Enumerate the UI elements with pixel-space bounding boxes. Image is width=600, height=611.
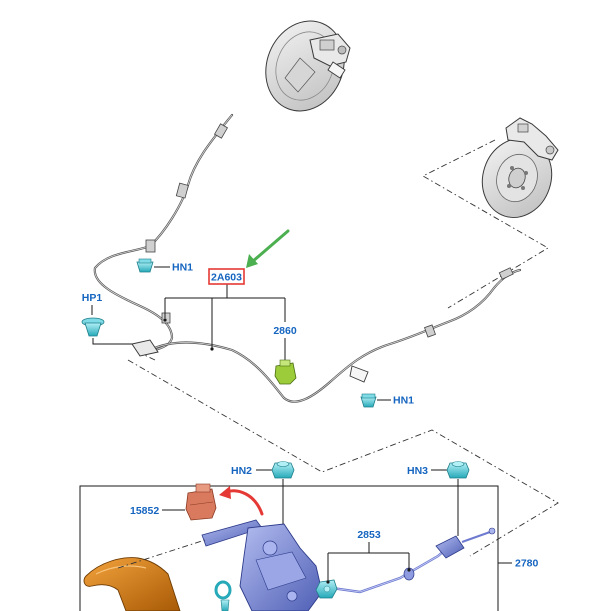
electrical-connector <box>185 483 217 521</box>
push-pin-fastener <box>81 317 105 337</box>
assembly-reference-lines <box>117 539 206 569</box>
callout-2780: 2780 <box>515 558 539 570</box>
callout-2853: 2853 <box>357 529 381 541</box>
curved-arrow-icon <box>219 486 264 516</box>
push-pin-fastener <box>360 393 377 408</box>
push-pin-fastener <box>136 258 154 273</box>
right-brake-disc <box>481 117 559 218</box>
hex-nut <box>446 461 470 479</box>
hn2-group: HN2 <box>231 461 295 535</box>
callout-2a603-group: 2A603 <box>163 268 286 351</box>
callout-2780-group: 2780 <box>498 558 539 570</box>
hn3-group: HN3 <box>407 461 470 536</box>
callout-hn1-lower: HN1 <box>393 395 414 407</box>
left-brake-backing-plate <box>265 20 351 112</box>
parking-brake-lever-assembly <box>201 519 496 611</box>
callout-hn2: HN2 <box>231 465 252 477</box>
callout-hn3: HN3 <box>407 465 428 477</box>
hex-nut <box>214 580 232 611</box>
parking-brake-handle <box>83 557 181 611</box>
callout-2853-group: 2853 <box>326 529 411 584</box>
highlight-box <box>208 268 245 285</box>
hn1-upper-group: HN1 <box>136 258 193 274</box>
hn1-lower-group: HN1 <box>360 393 414 408</box>
clip-2860-group: 2860 <box>273 325 297 385</box>
callout-hp1: HP1 <box>82 292 103 304</box>
callout-hn1-upper: HN1 <box>172 262 193 274</box>
hex-nut <box>315 579 338 599</box>
arrow-icon <box>246 229 290 268</box>
callout-2860: 2860 <box>273 325 297 337</box>
callout-15852: 15852 <box>130 505 159 517</box>
retaining-clip <box>274 359 297 385</box>
detail-frame <box>79 485 499 611</box>
hex-nut <box>271 461 295 479</box>
connector-15852-group: 15852 <box>130 483 264 521</box>
parking-brake-cable <box>93 113 522 403</box>
callout-2a603: 2A603 <box>211 272 242 284</box>
hp1-group: HP1 <box>81 292 132 345</box>
